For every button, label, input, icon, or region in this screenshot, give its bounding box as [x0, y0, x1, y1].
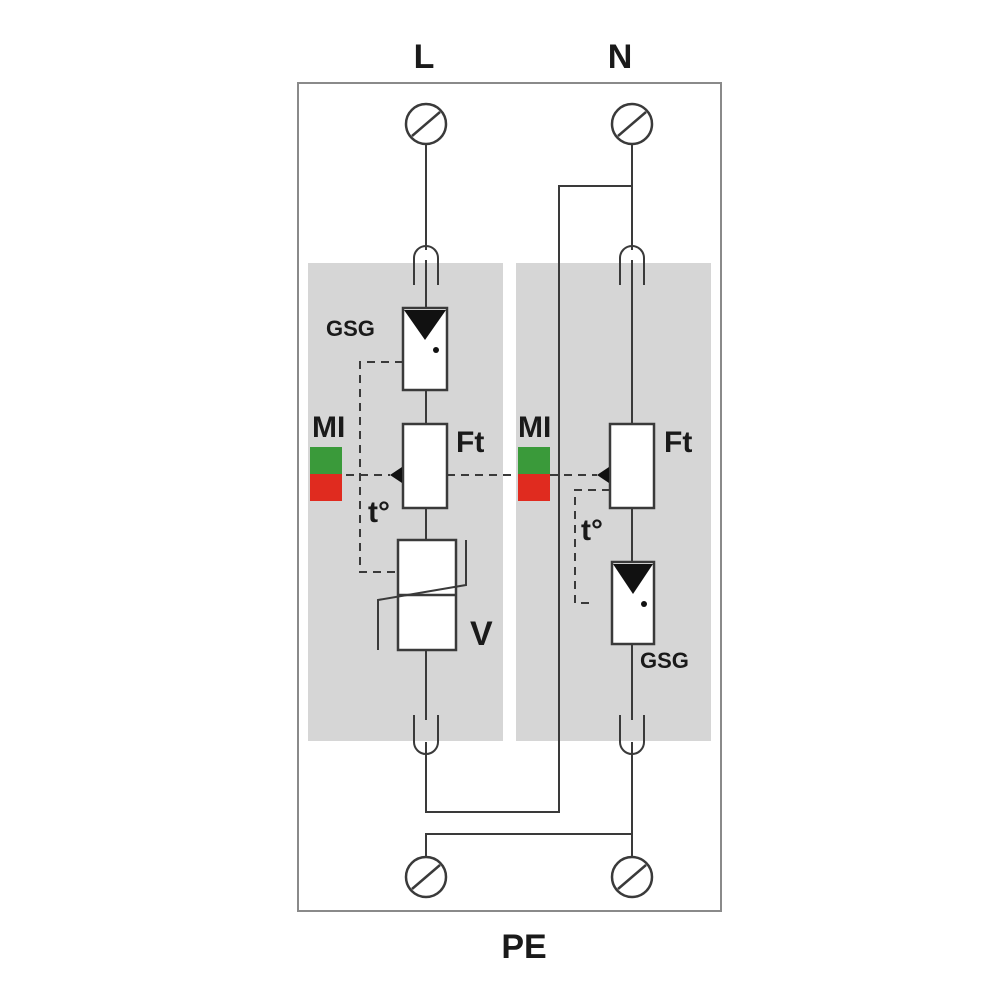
- r-mi-red-indicator: [518, 474, 550, 501]
- n-ft-pointer-icon: [597, 467, 609, 483]
- l-mi-green-indicator: [310, 447, 342, 474]
- l-mi-red-indicator: [310, 474, 342, 501]
- terminal-label-l: L: [414, 38, 435, 76]
- l-ft-pointer-icon: [390, 467, 402, 483]
- l-gsg-label: GSG: [326, 316, 375, 341]
- terminal-n-screw-icon: [610, 102, 654, 146]
- l-varistor-curve-icon: [377, 540, 467, 650]
- r-gsg-control-dashed: [574, 489, 610, 604]
- n-gsg-dot-icon: [641, 601, 647, 607]
- n-gsg-arrow-icon: [613, 564, 653, 594]
- l-mi-label: MI: [312, 411, 345, 444]
- n-plug-top-contact: [619, 245, 645, 285]
- terminal-label-pe: PE: [501, 928, 546, 966]
- l-gsg-control-dashed: [359, 361, 403, 573]
- r-mi-green-indicator: [518, 447, 550, 474]
- pe-bus-wire: [425, 833, 632, 860]
- l-ft-box: [401, 422, 449, 510]
- r-temp-label: t°: [581, 514, 603, 547]
- r-mi-label: MI: [518, 411, 551, 444]
- terminal-l-screw-icon: [404, 102, 448, 146]
- l-gsg-dot-icon: [433, 347, 439, 353]
- l-gsg-arrow-icon: [404, 310, 446, 340]
- l-ft-label: Ft: [456, 426, 484, 459]
- l-varistor-label: V: [470, 615, 493, 653]
- terminal-label-n: N: [608, 38, 633, 76]
- n-gsg-label: GSG: [640, 648, 689, 673]
- terminal-pe-left-screw-icon: [404, 855, 448, 899]
- l-plug-top-contact: [413, 245, 439, 285]
- n-ft-box: [608, 422, 656, 510]
- n-to-l-bridge-wire: [425, 185, 632, 813]
- terminal-pe-right-screw-icon: [610, 855, 654, 899]
- n-ft-label: Ft: [664, 426, 692, 459]
- l-temp-label: t°: [368, 496, 390, 529]
